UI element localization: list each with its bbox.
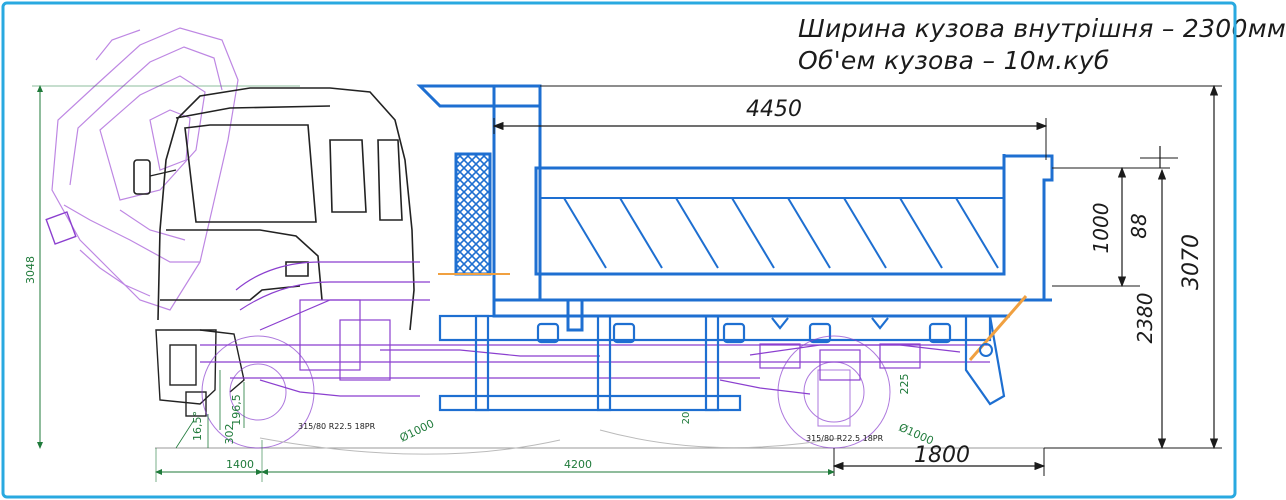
dimension-side-height: 1000	[1052, 166, 1170, 288]
label-front-angle: 16,5°	[191, 411, 204, 441]
body-hatching	[540, 197, 1004, 269]
label-rear-overhang: 1800	[914, 443, 970, 468]
label-floor-height: 2380	[1133, 293, 1157, 344]
label-wheel-diameter-front: Ø1000	[398, 417, 437, 445]
front-board	[492, 84, 542, 302]
sheet-border	[1, 1, 1237, 499]
front-wheel	[201, 335, 315, 449]
dimension-wheelbase: 4200	[261, 440, 835, 482]
label-body-length: 4450	[746, 97, 802, 122]
label-total-height: 3070	[1179, 234, 1204, 290]
label-frame-height-rear: 225	[898, 374, 911, 395]
tilted-cab-outline	[51, 27, 239, 311]
cab-outline	[157, 87, 415, 331]
label-cab-height: 3048	[24, 256, 37, 284]
dimension-cab-height: 3048	[24, 85, 300, 449]
dump-body	[416, 84, 1054, 332]
tailgate-lever	[968, 295, 1028, 361]
tilted-mirror	[45, 211, 77, 245]
spec-body-volume: Об'ем кузова – 10м.куб	[798, 46, 1110, 75]
label-front-axle-low: 196,5	[230, 394, 243, 426]
label-tyre-rear: 315/80 R22.5 18PR	[806, 434, 884, 443]
dimension-top-rail: 88	[1127, 146, 1178, 239]
label-tyre-front: 315/80 R22.5 18PR	[298, 422, 376, 431]
dimension-body-length: 4450	[492, 97, 1048, 160]
front-bumper	[155, 329, 245, 417]
subframe	[438, 314, 1006, 412]
dimension-front-overhang: 1400	[155, 448, 263, 482]
dimension-total-height: 3070	[540, 84, 1222, 450]
dimension-front-small	[175, 370, 245, 449]
side-panel	[534, 166, 1006, 276]
dimension-floor-height: 2380	[1133, 168, 1167, 450]
label-front-ground: 302	[223, 424, 236, 445]
label-side-height: 1000	[1089, 203, 1113, 254]
chassis-frame	[200, 261, 990, 397]
label-front-overhang: 1400	[226, 458, 254, 471]
label-wheelbase: 4200	[564, 458, 592, 471]
spec-inner-width: Ширина кузова внутрішня – 2300мм	[798, 14, 1286, 43]
label-top-rail: 88	[1127, 213, 1151, 238]
truck-technical-drawing: 4450 1800 1000 88 2380 3070	[1, 1, 1237, 499]
label-frame-gap: 20	[681, 412, 692, 425]
hydraulic-cylinder-guard	[454, 152, 492, 276]
cab-guard	[416, 84, 542, 108]
mirror	[133, 159, 151, 195]
